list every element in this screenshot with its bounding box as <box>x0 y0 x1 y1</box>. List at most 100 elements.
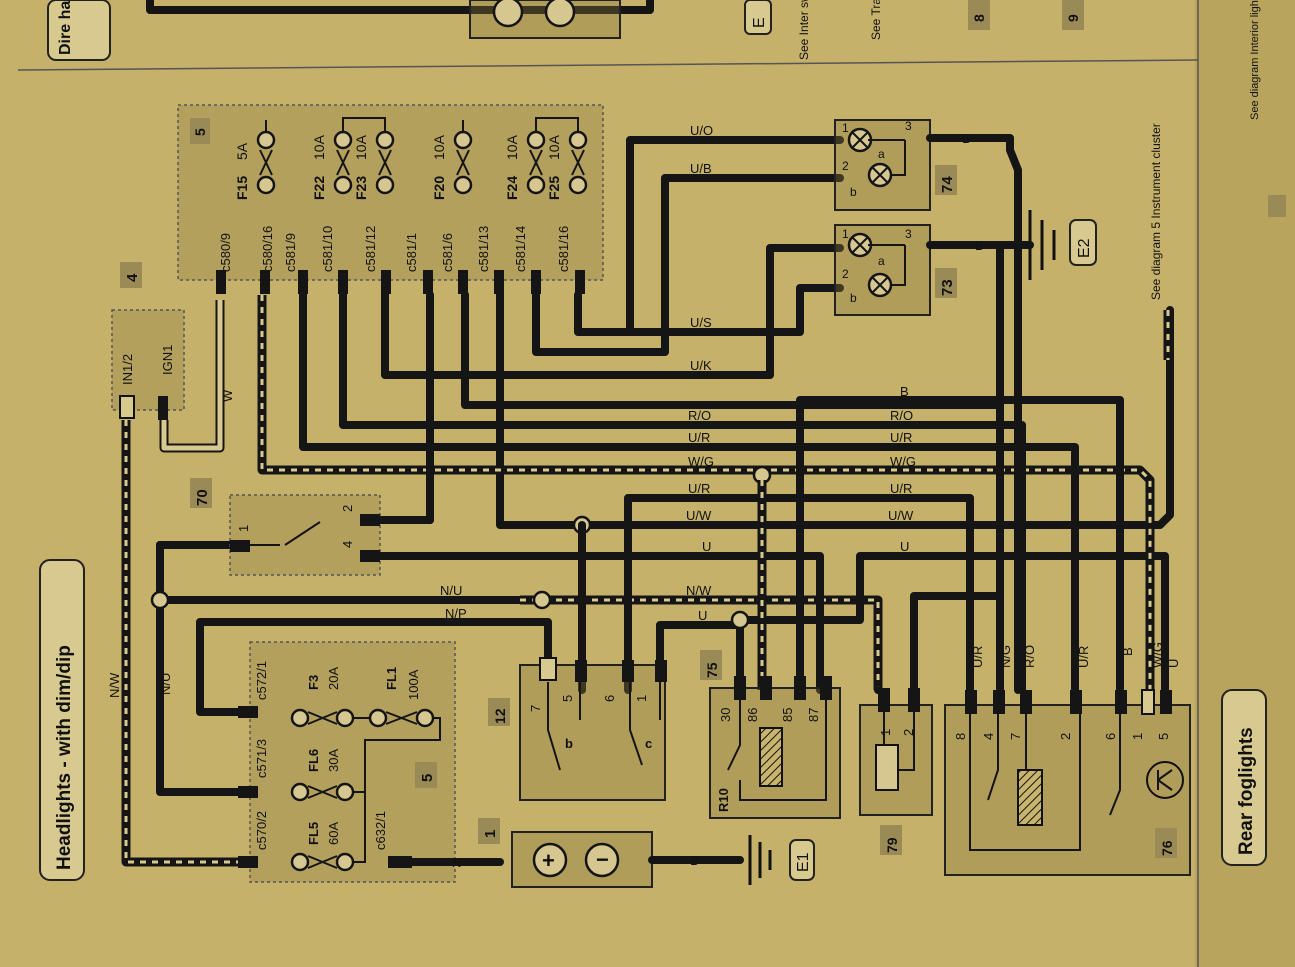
module-76-coil-icon <box>1017 769 1043 826</box>
resistor-79-plug-2 <box>908 688 920 712</box>
wire-np <box>196 618 552 716</box>
fuse-f24-id: F24 <box>504 176 520 200</box>
wire-label-uw: U/W <box>686 508 712 523</box>
fuse-f3: F3 20A <box>290 667 355 728</box>
pin-ign1: IGN1 <box>160 345 175 375</box>
switch-70-pin-4: 4 <box>340 541 355 548</box>
wire-label-b-73: B <box>975 238 984 253</box>
battery-minus-icon <box>584 842 620 878</box>
lamp-74-pin-3: 3 <box>905 119 912 133</box>
conn-c632-1: c632/1 <box>373 811 388 850</box>
top-left-fragment-box <box>47 0 111 61</box>
lamp-74-pin-1: 1 <box>842 121 849 135</box>
fusebox-6-plugs <box>216 270 585 294</box>
wire-label-uk: U/K <box>690 358 712 373</box>
top-ref-2: See Trai <box>869 0 883 40</box>
wire-ub <box>532 174 844 356</box>
wire-us <box>574 284 844 336</box>
fuse-f23-id: F23 <box>353 176 369 200</box>
switch-12-pin-1: 1 <box>634 695 649 702</box>
wire-label-us: U/S <box>690 315 712 330</box>
relay-75-plug-87 <box>820 676 832 700</box>
tag-79-box <box>880 825 902 855</box>
module-76-pin-7: 7 <box>1008 733 1023 740</box>
relay-75-pin-30: 30 <box>718 708 733 722</box>
wire-uk <box>381 244 844 379</box>
top-tag-9: 9 <box>1065 14 1081 22</box>
lamp-74-b: b <box>850 185 857 199</box>
minus-glyph: − <box>596 847 609 872</box>
conn-c581-14: c581/14 <box>513 226 528 272</box>
fuse-f24-rating: 10A <box>504 134 520 160</box>
lamp-74-internal <box>868 139 906 176</box>
wire-label-uw-right: U/W <box>888 508 914 523</box>
earth-e2: E2 <box>1076 238 1093 258</box>
right-margin-tag <box>1268 195 1286 217</box>
resistor-79-pin-2: 2 <box>901 729 916 736</box>
switch-12-plug-7 <box>539 657 557 681</box>
top-right-ref: See diagram Interior lightin switch illu… <box>1249 0 1261 120</box>
module-76-pin-5: 5 <box>1156 733 1171 740</box>
tag-70-box <box>190 478 212 508</box>
top-minus-icon <box>544 0 576 28</box>
conn-c570-2: c570/2 <box>254 811 269 850</box>
wire-label-nu: N/U <box>440 583 462 598</box>
module-76-pin-8: 8 <box>953 733 968 740</box>
conn-c580-16: c580/16 <box>260 226 275 272</box>
wire-label-n: N <box>452 855 461 870</box>
wire-label-ur-module-2: U/R <box>1076 646 1091 668</box>
tag-73: 73 <box>939 279 956 296</box>
lamp-74-pin-2: 2 <box>842 159 849 173</box>
fuse-f25: F25 10A <box>546 130 588 200</box>
fuse-f23: F23 10A <box>353 130 395 200</box>
tag-73-box <box>935 268 957 298</box>
wire-label-u-relay: U <box>698 608 707 623</box>
pin-in1-2: IN1/2 <box>120 354 135 385</box>
wire-label-wg: W/G <box>688 454 714 469</box>
battery-plus-icon <box>532 842 568 878</box>
tag-74: 74 <box>939 176 956 193</box>
tag-75: 75 <box>704 662 720 678</box>
fuse-f15: F15 5A <box>234 130 276 200</box>
fusebox-5-connectors: c572/1 c571/3 c570/2 c632/1 <box>238 661 412 868</box>
fuse-f23-rating: 10A <box>353 134 369 160</box>
conn-c581-13: c581/13 <box>476 226 491 272</box>
lamp-73-pin-1: 1 <box>842 227 849 241</box>
tag-79: 79 <box>884 837 900 853</box>
fuse-fl1-id: FL1 <box>384 667 399 690</box>
junction-nw <box>532 590 552 610</box>
fuse-f15-id: F15 <box>234 176 250 200</box>
tag-5: 5 <box>419 774 436 782</box>
conn-c581-6: c581/6 <box>440 233 455 272</box>
switch-12-plug-6 <box>622 660 634 682</box>
top-fragment-wire <box>146 0 654 14</box>
top-plus-icon <box>492 0 524 28</box>
fuse-f20-rating: 10A <box>431 134 447 160</box>
relay-75-contacts <box>727 700 827 801</box>
wire-label-b-74: B <box>962 131 971 146</box>
conn-c581-12: c581/12 <box>363 226 378 272</box>
wire-label-nw: N/W <box>686 583 712 598</box>
relay-75-name: R10 <box>716 788 731 812</box>
tag-76-box <box>1155 828 1177 858</box>
conn-c581-9: c581/9 <box>283 233 298 272</box>
relay-75-pin-87: 87 <box>806 708 821 722</box>
resistor-79-plug-1 <box>878 688 890 712</box>
fuse-fl1-rating: 100A <box>406 669 421 700</box>
switch-12-contacts <box>547 682 661 771</box>
junction-u <box>730 610 750 630</box>
conn-c580-9: c580/9 <box>218 233 233 272</box>
lamp-73-pin-2: 2 <box>842 267 849 281</box>
earth-e1-icon <box>748 835 772 885</box>
module-76-pin-6: 6 <box>1103 733 1118 740</box>
conn-c572-1: c572/1 <box>254 661 269 700</box>
wire-label-nu-left: N/U <box>158 673 173 695</box>
fuse-f22-id: F22 <box>311 176 327 200</box>
fusebox-5-bus <box>353 717 441 863</box>
module-76-transistor-lines <box>1157 769 1173 791</box>
switch-12-plug-1 <box>655 660 667 682</box>
ref-instrument-cluster: See diagram 5 Instrument cluster <box>1149 123 1163 300</box>
lamp-73-pin-3: 3 <box>905 227 912 241</box>
wire-label-ro: R/O <box>688 408 711 423</box>
